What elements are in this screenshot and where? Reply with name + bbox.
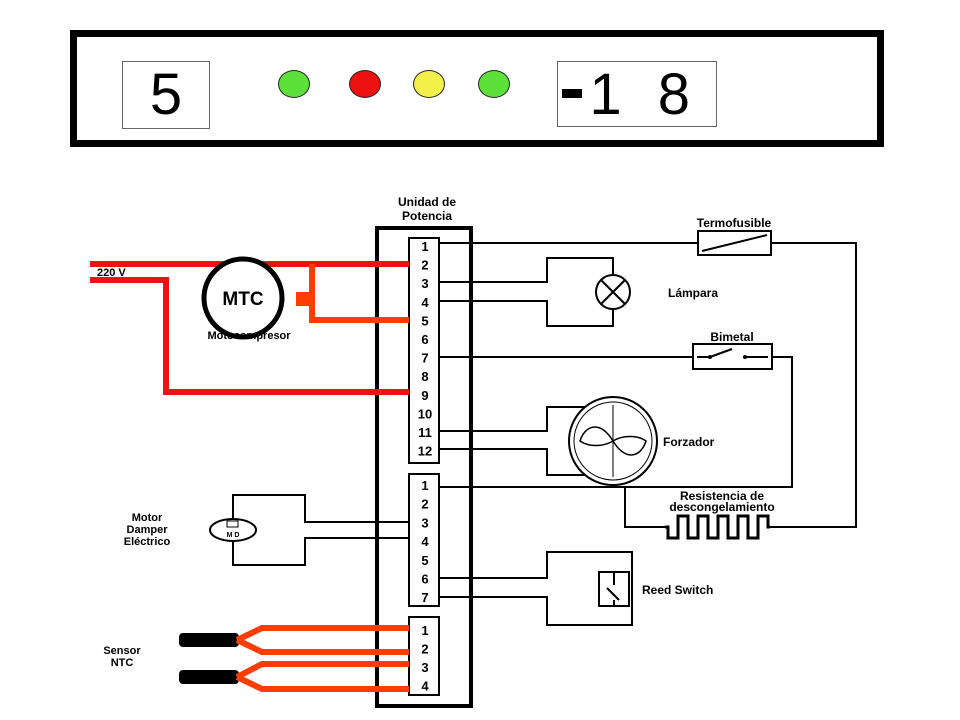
- pin-label: 12: [418, 444, 432, 459]
- pin-label: 6: [421, 332, 428, 347]
- lampara-label: Lámpara: [668, 286, 718, 300]
- sensor-wires: [235, 625, 409, 692]
- pin-label: 7: [421, 590, 428, 605]
- connector-1: [408, 237, 440, 464]
- pin-label: 10: [418, 406, 432, 421]
- unit-title-2: Potencia: [402, 209, 452, 223]
- wire-mtc-pin5: [309, 300, 409, 323]
- led-red: [349, 70, 381, 98]
- led-green-1: [278, 70, 310, 98]
- mtc-terminal: [296, 292, 310, 306]
- pin-label: 11: [418, 425, 432, 440]
- sensor-label-2: NTC: [111, 657, 134, 669]
- pin-label: 6: [421, 572, 428, 587]
- resistencia-label-2: descongelamiento: [669, 500, 774, 514]
- pin-label: 4: [421, 295, 429, 310]
- motor-label-1: Motor: [132, 512, 163, 524]
- heater-resistor-icon: [665, 514, 770, 540]
- wire-220v-bottom: [90, 277, 409, 395]
- fan-icon: [568, 396, 658, 486]
- termofusible-label: Termofusible: [697, 216, 772, 230]
- motor-label-3: Eléctrico: [124, 536, 171, 548]
- motocompresor-label: Motocompresor: [207, 330, 291, 342]
- pin-label: 2: [421, 497, 428, 512]
- md-label: M D: [227, 532, 240, 539]
- pin-label: 8: [421, 369, 428, 384]
- led-green-2: [478, 70, 510, 98]
- pin-label: 3: [421, 660, 428, 675]
- pin-label: 4: [421, 679, 429, 694]
- right-digit-display: 1 8: [557, 61, 717, 127]
- signal-wires: [232, 242, 857, 626]
- connector-2-pins: 1 2 3 4 5 6 7: [421, 478, 429, 605]
- pin-label: 4: [421, 534, 429, 549]
- connector-3: [408, 616, 440, 696]
- pin-label: 5: [421, 313, 428, 328]
- led-yellow: [413, 70, 445, 98]
- ntc-probe-2: [179, 670, 239, 684]
- pin-label: 2: [421, 258, 428, 273]
- pin-label: 1: [421, 478, 428, 493]
- pin-label: 1: [421, 239, 428, 254]
- left-digit-display: 5: [122, 61, 210, 129]
- pin-label: 3: [421, 515, 428, 530]
- voltage-label: 220 V: [97, 267, 126, 279]
- pin-label: 3: [421, 276, 428, 291]
- unit-title-1: Unidad de: [398, 195, 456, 209]
- sensor-label-1: Sensor: [103, 645, 141, 657]
- mtc-icon: [201, 256, 285, 340]
- reed-switch-label: Reed Switch: [642, 583, 713, 597]
- pin-label: 7: [421, 351, 428, 366]
- resistencia-label-1: Resistencia de: [680, 489, 764, 503]
- pin-label: 5: [421, 553, 428, 568]
- connector-2: [408, 473, 440, 607]
- motor-damper-icon: [209, 518, 257, 542]
- forzador-label: Forzador: [663, 435, 715, 449]
- display-panel: 5 1 8: [70, 30, 884, 147]
- minus-sign-icon: [562, 89, 582, 98]
- pin-label: 9: [421, 388, 428, 403]
- ntc-probe-1: [179, 633, 239, 647]
- bimetal-label: Bimetal: [710, 330, 753, 344]
- motor-label-2: Damper: [127, 524, 169, 536]
- pin-label: 2: [421, 642, 428, 657]
- mtc-label: MTC: [222, 289, 263, 310]
- connector-3-pins: 1 2 3 4: [421, 623, 429, 694]
- pin-label: 1: [421, 623, 428, 638]
